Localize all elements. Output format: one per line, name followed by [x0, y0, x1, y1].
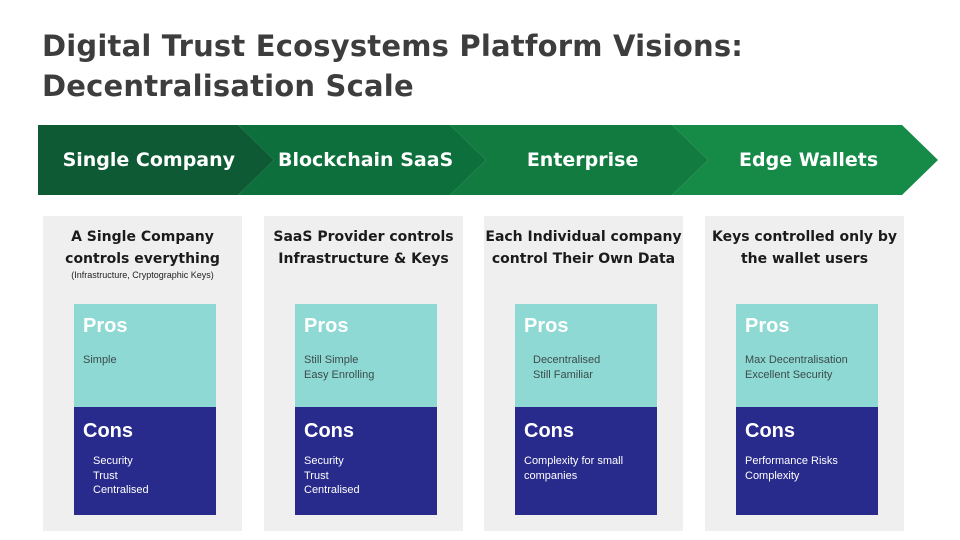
page-title-line-2: Decentralisation Scale	[42, 69, 414, 103]
cons-title: Cons	[83, 420, 133, 442]
stage-label-blockchain-saas: Blockchain SaaS	[277, 149, 454, 171]
cons-item: Performance Risks	[745, 455, 838, 467]
column-panel-enterprise: Each Individual company control Their Ow…	[484, 216, 683, 531]
cons-box: Cons Security Trust Centralised	[74, 407, 216, 515]
column-heading-line-1: A Single Company	[71, 229, 214, 245]
pros-list: Still Simple Easy Enrolling	[304, 353, 374, 382]
column-heading-line-1: Each Individual company	[485, 229, 682, 245]
column-panel-single-company: A Single Company controls everything (In…	[43, 216, 242, 531]
cons-item: Security	[304, 455, 344, 467]
pros-item: Still Familiar	[533, 368, 593, 381]
stage-chevron-blockchain-saas: Blockchain SaaS	[238, 125, 486, 195]
pros-title: Pros	[83, 315, 128, 337]
pros-item: Easy Enrolling	[304, 368, 375, 381]
column-heading: A Single Company controls everything	[43, 226, 242, 270]
pros-item: Decentralised	[533, 354, 601, 366]
pros-item: Simple	[83, 354, 117, 366]
column-subheading: (Infrastructure, Cryptographic Keys)	[71, 270, 214, 280]
pros-list: Simple	[83, 353, 117, 368]
column-heading-line-2: control Their Own Data	[491, 251, 676, 267]
pros-box: Pros Still Simple Easy Enrolling	[295, 304, 437, 407]
cons-list: Security Trust Centralised	[304, 454, 360, 498]
stage-label-edge-wallets: Edge Wallets	[739, 149, 879, 171]
cons-box: Cons Performance Risks Complexity	[736, 407, 878, 515]
cons-item: companies	[524, 469, 578, 482]
pros-item: Max Decentralisation	[745, 354, 848, 366]
pros-title: Pros	[304, 315, 349, 337]
column-heading-line-2: controls everything	[65, 251, 220, 267]
column-heading: Keys controlled only by the wallet users	[705, 226, 904, 270]
cons-item: Complexity for small	[524, 455, 624, 467]
cons-box: Cons Security Trust Centralised	[295, 407, 437, 515]
pros-box: Pros Max Decentralisation Excellent Secu…	[736, 304, 878, 407]
cons-title: Cons	[304, 420, 354, 442]
stage-label-enterprise: Enterprise	[526, 149, 639, 171]
cons-box: Cons Complexity for small companies	[515, 407, 657, 515]
cons-title: Cons	[745, 420, 795, 442]
column-panel-edge-wallets: Keys controlled only by the wallet users…	[705, 216, 904, 531]
pros-title: Pros	[524, 315, 569, 337]
cons-item: Centralised	[304, 484, 360, 496]
pros-box: Pros Simple	[74, 304, 216, 407]
cons-list: Security Trust Centralised	[93, 454, 149, 498]
stage-chevron-single-company: Single Company	[38, 125, 274, 195]
page-title: Digital Trust Ecosystems Platform Vision…	[42, 26, 743, 106]
pros-box: Pros Decentralised Still Familiar	[515, 304, 657, 407]
pros-list: Max Decentralisation Excellent Security	[745, 353, 848, 382]
cons-item: Centralised	[93, 484, 149, 496]
pros-list: Decentralised Still Familiar	[533, 353, 600, 382]
cons-list: Performance Risks Complexity	[745, 454, 838, 483]
pros-item: Excellent Security	[745, 368, 833, 381]
column-heading-line-1: Keys controlled only by	[711, 229, 898, 245]
column-heading-line-1: SaaS Provider controls	[273, 229, 454, 245]
cons-title: Cons	[524, 420, 574, 442]
stage-chevron-edge-wallets: Edge Wallets	[672, 125, 938, 195]
column-heading-line-2: the wallet users	[740, 251, 869, 267]
page-title-line-1: Digital Trust Ecosystems Platform Vision…	[42, 29, 744, 63]
stage-chevron-enterprise: Enterprise	[450, 125, 708, 195]
column-heading-line-2: Infrastructure & Keys	[278, 251, 449, 267]
cons-item: Trust	[304, 469, 329, 482]
cons-list: Complexity for small companies	[524, 454, 623, 483]
cons-item: Security	[93, 455, 133, 467]
pros-title: Pros	[745, 315, 790, 337]
cons-item: Trust	[93, 469, 118, 482]
cons-item: Complexity	[745, 469, 800, 482]
column-panel-blockchain-saas: SaaS Provider controls Infrastructure & …	[264, 216, 463, 531]
column-heading: Each Individual company control Their Ow…	[484, 226, 683, 270]
column-heading: SaaS Provider controls Infrastructure & …	[264, 226, 463, 270]
stage-label-single-company: Single Company	[62, 149, 236, 171]
pros-item: Still Simple	[304, 354, 359, 366]
